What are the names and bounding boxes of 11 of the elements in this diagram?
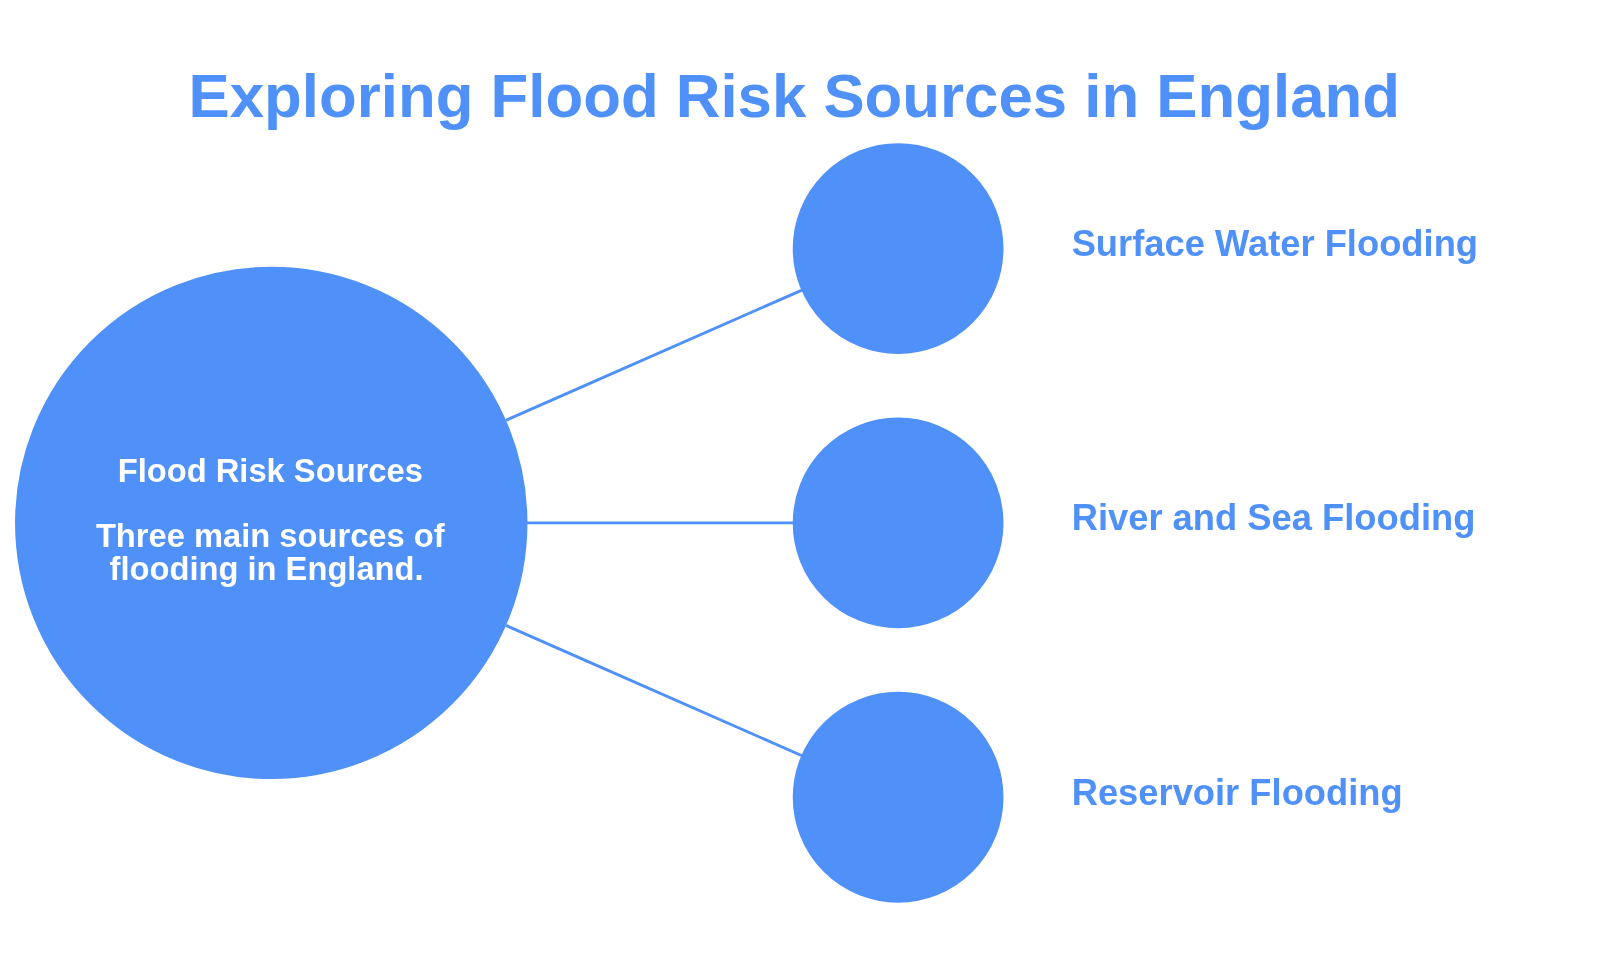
connector: [505, 288, 803, 422]
node-label: Surface Water Flooding: [1071, 222, 1479, 264]
node-label: River and Sea Flooding: [1071, 497, 1476, 539]
node-circle: Flood Risk Sources Three main sources of flooding in England.: [15, 266, 528, 780]
node-circle: [792, 691, 1004, 903]
connector: [526, 521, 794, 525]
node-label: Reservoir Flooding: [1071, 771, 1403, 813]
node-circle: [792, 143, 1004, 354]
node-circle: [792, 417, 1004, 629]
connector: [505, 624, 803, 758]
diagram-title: Exploring Flood Risk Sources in England: [188, 61, 1401, 131]
